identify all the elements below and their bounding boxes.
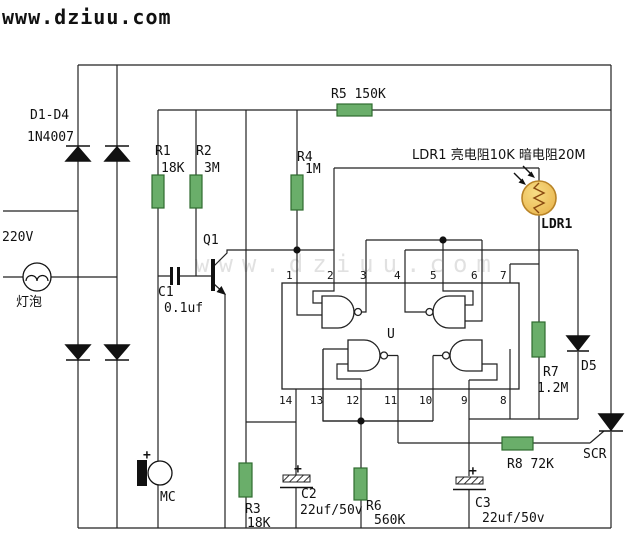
left-section-wires bbox=[157, 109, 611, 528]
r4-name-label: R4 bbox=[297, 150, 313, 165]
r7-value-label: 1.2M bbox=[537, 381, 568, 396]
bridge-diode-down-icon bbox=[103, 344, 131, 361]
junction-dots bbox=[293, 236, 447, 425]
ldr-note-label: LDR1 亮电阻10K 暗电阻20M bbox=[412, 147, 586, 163]
r4-value-label: 1M bbox=[305, 162, 321, 177]
microphone-mc bbox=[137, 460, 173, 486]
bridge-diode-down-icon bbox=[64, 344, 92, 361]
nand-gate-3 bbox=[347, 339, 381, 372]
junction-dot bbox=[439, 236, 447, 244]
pin-label-11: 11 bbox=[384, 394, 397, 407]
nand-gate-4-bubble bbox=[441, 351, 451, 360]
pin-label-10: 10 bbox=[419, 394, 432, 407]
pin-label-9: 9 bbox=[461, 394, 468, 407]
junction-dot bbox=[293, 246, 301, 254]
c2-polarity-sign: + bbox=[294, 462, 302, 477]
lamp-filament bbox=[25, 274, 49, 282]
c1-name-label: C1 bbox=[158, 285, 174, 300]
q1-label: Q1 bbox=[203, 233, 219, 248]
resistor-r1-body bbox=[151, 174, 165, 209]
power-rails bbox=[3, 64, 612, 529]
r6-value-label: 560K bbox=[374, 513, 405, 528]
resistor-r7-body bbox=[531, 321, 546, 358]
r7-name-label: R7 bbox=[543, 365, 559, 380]
mc-label: MC bbox=[160, 490, 176, 505]
ldr-zigzag bbox=[532, 182, 546, 214]
d5-label: D5 bbox=[581, 359, 597, 374]
lamp-label: 灯泡 bbox=[16, 295, 42, 310]
pin-label-8: 8 bbox=[500, 394, 507, 407]
bridge-diode-up-icon bbox=[64, 145, 92, 162]
pin-label-6: 6 bbox=[471, 269, 478, 282]
nand-gate-1-bubble bbox=[353, 307, 363, 317]
resistor-r2-body bbox=[189, 174, 203, 209]
r6-name-label: R6 bbox=[366, 499, 382, 514]
c3-value-label: 22uf/50v bbox=[482, 511, 545, 526]
transistor-q1 bbox=[211, 259, 226, 295]
bridge-part-label: 1N4007 bbox=[27, 130, 74, 145]
c1-value-label: 0.1uf bbox=[164, 301, 203, 316]
r3-name-label: R3 bbox=[245, 502, 261, 517]
resistor-r3-body bbox=[238, 462, 253, 498]
nand-gate-1 bbox=[321, 295, 355, 329]
ic-designator-label: U bbox=[387, 327, 395, 342]
bottom-section-wires-2 bbox=[295, 283, 605, 528]
junction-dot bbox=[357, 417, 365, 425]
pin-label-4: 4 bbox=[394, 269, 401, 282]
r5-label: R5 150K bbox=[331, 87, 386, 102]
pin-label-5: 5 bbox=[430, 269, 437, 282]
voltage-label: 220V bbox=[2, 230, 33, 245]
r3-value-label: 18K bbox=[247, 516, 271, 531]
pin-label-2: 2 bbox=[327, 269, 334, 282]
lamp-symbol bbox=[22, 262, 52, 292]
r2-value-label: 3M bbox=[204, 161, 220, 176]
pin-label-7: 7 bbox=[500, 269, 507, 282]
light-arrows-icon bbox=[513, 165, 535, 185]
nand-gate-3-bubble bbox=[379, 351, 389, 360]
r1-name-label: R1 bbox=[155, 144, 171, 159]
scr-symbol bbox=[597, 413, 625, 432]
diode-bridge bbox=[64, 145, 131, 361]
pin-label-12: 12 bbox=[346, 394, 359, 407]
wires bbox=[3, 64, 612, 529]
nand-gate-2-bubble bbox=[425, 307, 434, 317]
ldr-right-wires bbox=[361, 168, 579, 419]
r8-label: R8 72K bbox=[507, 457, 554, 472]
mc-polarity-sign: + bbox=[143, 448, 151, 463]
r1-value-label: 18K bbox=[161, 161, 185, 176]
pin-label-13: 13 bbox=[310, 394, 323, 407]
resistors bbox=[151, 103, 546, 501]
capacitor-c1 bbox=[170, 267, 180, 285]
capacitor-c3 bbox=[453, 476, 486, 491]
scr-label: SCR bbox=[583, 447, 607, 462]
r2-name-label: R2 bbox=[196, 144, 212, 159]
bridge-diode-up-icon bbox=[103, 145, 131, 162]
c3-polarity-sign: + bbox=[469, 464, 477, 479]
labels: D1-D4 1N4007 220V 灯泡 R1 18K R2 3M Q1 C1 … bbox=[2, 87, 607, 531]
ic-body bbox=[281, 282, 520, 390]
capacitor-c2 bbox=[280, 474, 313, 489]
emitter-arrow bbox=[216, 286, 226, 295]
ic-pin-labels: 1 2 3 4 5 6 7 14 13 12 11 10 9 8 bbox=[279, 269, 507, 407]
pin-label-1: 1 bbox=[286, 269, 293, 282]
site-logo: www.dziuu.com bbox=[2, 5, 172, 29]
diode-d5-icon bbox=[565, 335, 591, 352]
resistor-r6-body bbox=[353, 467, 368, 501]
watermark-text: www.dziuu.com bbox=[195, 250, 500, 278]
ldr-name-label: LDR1 bbox=[541, 217, 572, 232]
nand-gates bbox=[321, 295, 483, 372]
c2-name-label: C2 bbox=[301, 487, 317, 502]
c2-value-label: 22uf/50v bbox=[300, 503, 363, 518]
pin-label-3: 3 bbox=[360, 269, 367, 282]
c3-name-label: C3 bbox=[475, 496, 491, 511]
pin-label-14: 14 bbox=[279, 394, 293, 407]
resistor-r5-body bbox=[336, 103, 373, 117]
bridge-designators-label: D1-D4 bbox=[30, 108, 69, 123]
nand-gate-2 bbox=[432, 295, 466, 329]
nand-gate-4 bbox=[449, 339, 483, 372]
resistor-r4-body bbox=[290, 174, 304, 211]
ldr-symbol bbox=[513, 165, 557, 216]
resistor-r8-body bbox=[501, 436, 534, 451]
